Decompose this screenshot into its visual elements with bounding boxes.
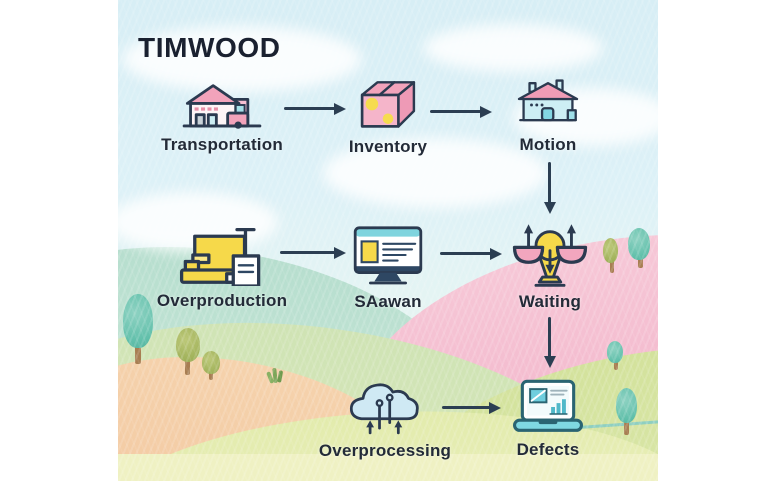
house-icon <box>517 79 579 122</box>
node-label-overprocessing: Overprocessing <box>318 441 452 460</box>
arrow-inventory-to-motion <box>430 110 482 113</box>
balance-scale-icon <box>512 224 588 287</box>
node-label-defects: Defects <box>516 440 580 459</box>
tree-canopy <box>607 341 623 363</box>
node-waiting: Waiting <box>465 221 635 312</box>
tree-canopy <box>176 328 200 362</box>
field-strip <box>118 454 658 481</box>
tree-trunk <box>185 358 190 375</box>
warehouse-truck-icon <box>182 84 262 129</box>
node-monitor: SAawan <box>303 223 473 312</box>
tree-canopy <box>202 351 220 374</box>
arrow-overprocessing-to-defects <box>442 406 491 409</box>
cloud-pins-icon <box>349 383 419 435</box>
node-overproduction: Overproduction <box>137 224 307 311</box>
node-label-waiting: Waiting <box>518 292 582 311</box>
arrow-waiting-to-defects <box>548 317 551 358</box>
arrow-monitor-to-waiting <box>440 252 492 255</box>
factory-machine-icon <box>179 227 261 286</box>
node-inventory: Inventory <box>303 76 473 157</box>
arrow-overproduction-to-monitor <box>280 251 336 254</box>
node-overprocessing: Overprocessing <box>300 378 470 461</box>
tree-trunk <box>624 420 629 435</box>
cloud <box>323 138 548 208</box>
node-label-overproduction: Overproduction <box>156 291 288 310</box>
node-label-motion: Motion <box>519 135 577 154</box>
tree-canopy <box>616 388 637 423</box>
tree-canopy <box>123 294 153 348</box>
arrow-motion-to-waiting <box>548 162 551 204</box>
computer-monitor-icon <box>353 226 423 285</box>
node-label-monitor: SAawan <box>354 292 422 311</box>
laptop-chart-icon <box>513 379 583 432</box>
node-motion: Motion <box>463 72 633 155</box>
node-transportation: Transportation <box>137 80 307 155</box>
node-label-transportation: Transportation <box>161 135 283 154</box>
tree-trunk <box>614 361 618 370</box>
page-title: TIMWOOD <box>138 32 281 63</box>
node-defects: Defects <box>463 379 633 460</box>
cloud <box>423 24 603 72</box>
tree-trunk <box>638 256 643 268</box>
tree-trunk <box>135 340 141 364</box>
node-label-inventory: Inventory <box>348 137 428 156</box>
tree-trunk <box>209 371 213 380</box>
tree-canopy <box>603 238 618 263</box>
tree-trunk <box>610 260 614 273</box>
arrow-transportation-to-inventory <box>284 107 336 110</box>
cloud <box>122 26 362 92</box>
tree-canopy <box>628 228 650 260</box>
package-box-icon <box>360 81 416 128</box>
